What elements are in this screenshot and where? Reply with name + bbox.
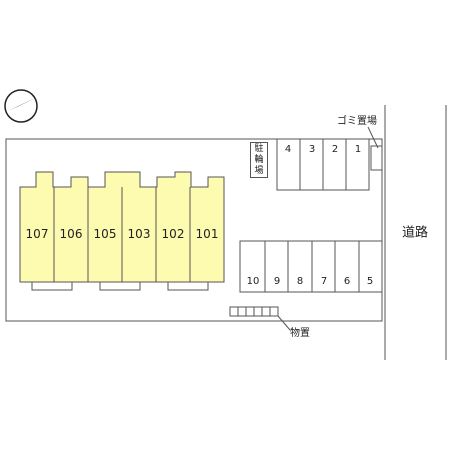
apartment-building [19, 171, 225, 291]
parking-top [276, 138, 370, 191]
garbage-area [370, 145, 383, 171]
parking-space-10: 10 [246, 276, 260, 287]
parking-space-4: 4 [284, 144, 292, 155]
parking-space-2: 2 [331, 144, 339, 155]
unit-106: 106 [59, 227, 83, 241]
parking-space-8: 8 [296, 276, 304, 287]
parking-space-3: 3 [308, 144, 316, 155]
garbage-leader [367, 126, 379, 149]
bicycle-parking-char: 輪 [254, 155, 264, 165]
north-arrow-icon [4, 89, 38, 123]
unit-102: 102 [161, 227, 185, 241]
unit-101: 101 [195, 227, 219, 241]
bicycle-parking: 駐 輪 場 [250, 142, 268, 178]
unit-105: 105 [93, 227, 117, 241]
parking-space-7: 7 [320, 276, 328, 287]
road-label: 道路 [401, 225, 429, 241]
unit-103: 103 [127, 227, 151, 241]
storage-shed [229, 306, 291, 331]
bicycle-parking-char: 場 [254, 166, 264, 176]
bicycle-parking-char: 駐 [254, 144, 264, 154]
storage-label: 物置 [290, 328, 310, 339]
parking-space-1: 1 [354, 144, 362, 155]
unit-107: 107 [25, 227, 49, 241]
parking-space-5: 5 [366, 276, 374, 287]
parking-bottom [239, 240, 383, 293]
parking-space-6: 6 [343, 276, 351, 287]
garbage-label: ゴミ置場 [337, 116, 377, 127]
parking-space-9: 9 [273, 276, 281, 287]
